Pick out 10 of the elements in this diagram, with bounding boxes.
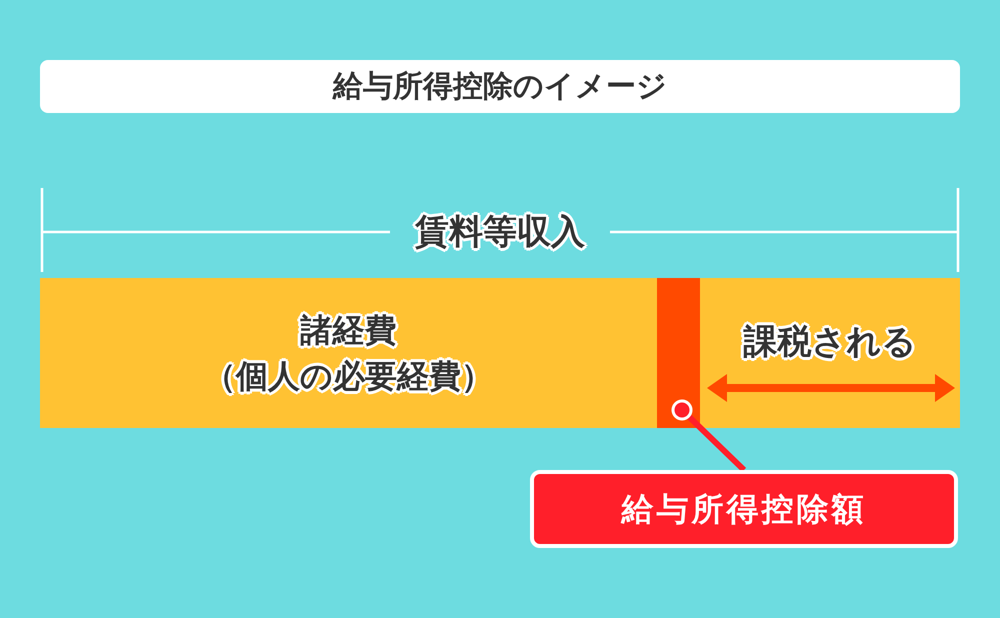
taxed-segment (700, 278, 960, 428)
expense-segment (40, 278, 657, 428)
dimension-label: 賃料等収入 (415, 211, 585, 254)
callout-label: 給与所得控除額 (622, 488, 866, 530)
segment-label: 課税される (744, 321, 916, 364)
segment-label: 諸経費（個人の必要経費） (203, 310, 494, 397)
leader-line (672, 400, 746, 472)
callout-box (530, 470, 958, 548)
deduction-segment (657, 278, 700, 428)
title-banner: 給与所得控除のイメージ (40, 60, 960, 113)
